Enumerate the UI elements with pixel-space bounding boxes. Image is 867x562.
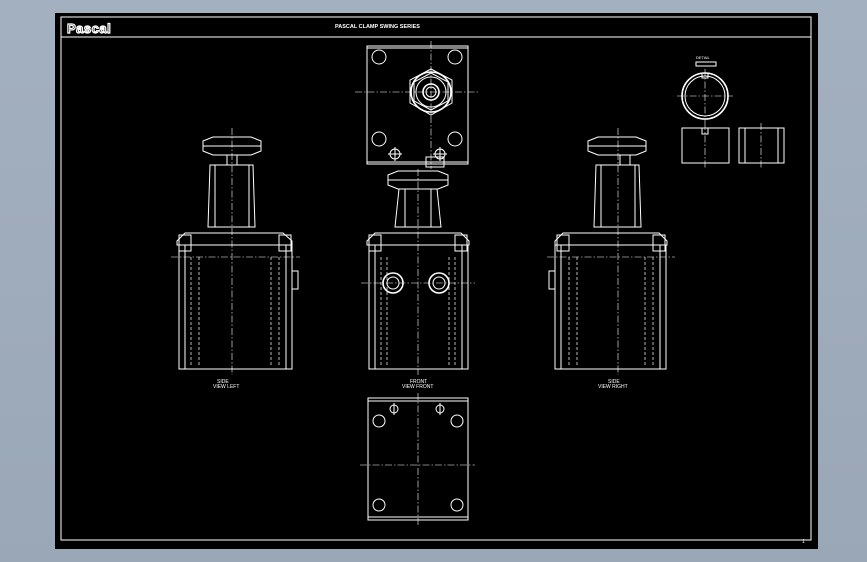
detail-tag: DETAIL <box>696 55 710 60</box>
outer-border <box>60 16 812 541</box>
right-side-view <box>547 128 675 375</box>
left-view-sublabel: VIEW LEFT <box>213 384 240 390</box>
left-side-view <box>171 128 300 375</box>
left-view-label: SIDE <box>217 379 229 385</box>
top-view <box>355 41 480 169</box>
bottom-view <box>360 393 475 527</box>
right-view-label: SIDE <box>608 379 620 385</box>
drawing-title: PASCAL CLAMP SWING SERIES <box>335 24 420 30</box>
brand-logo: Pascal <box>66 20 112 36</box>
cad-drawing <box>60 16 812 541</box>
detail-views <box>677 61 785 169</box>
front-view <box>361 156 475 375</box>
front-view-label: FRONT <box>410 379 428 385</box>
front-view-sublabel: VIEW FRONT <box>402 384 434 390</box>
drawing-sheet: Pascal PASCAL CLAMP SWING SERIES SIDE VI… <box>55 13 818 549</box>
right-view-sublabel: VIEW RIGHT <box>598 384 628 390</box>
page-number: 1 <box>802 539 805 545</box>
